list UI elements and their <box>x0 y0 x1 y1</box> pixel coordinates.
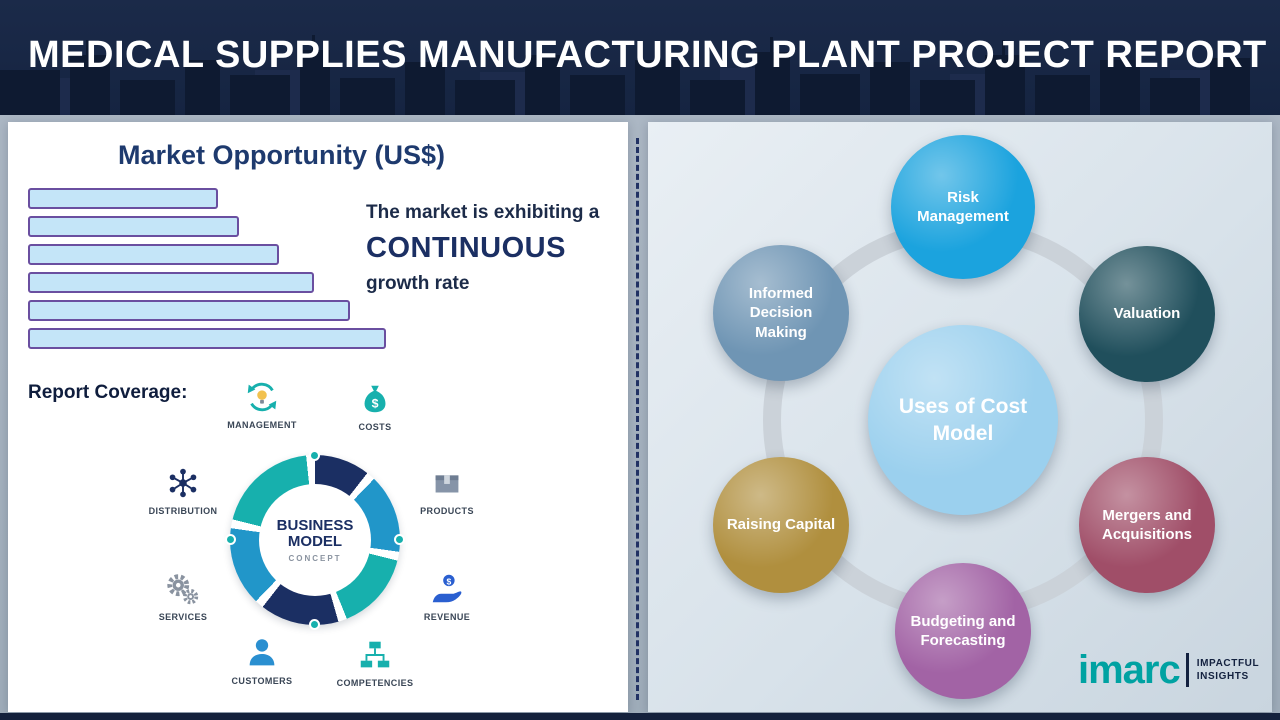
bm-item-distribution: DISTRIBUTION <box>138 464 228 516</box>
bm-label: REVENUE <box>423 612 471 622</box>
bm-center-line3: CONCEPT <box>288 553 342 563</box>
bm-item-products: PRODUCTS <box>402 464 492 516</box>
bm-item-revenue: $ REVENUE <box>402 570 492 622</box>
ring-dot <box>394 534 405 545</box>
bm-label: PRODUCTS <box>420 506 474 516</box>
market-bar <box>28 216 239 237</box>
bm-item-management: MANAGEMENT <box>217 378 307 430</box>
bm-label: COMPETENCIES <box>336 678 414 688</box>
growth-text-line3: growth rate <box>366 273 470 294</box>
org-chart-icon <box>356 636 394 674</box>
gears-icon <box>164 570 202 608</box>
logo-tagline-line1: IMPACTFUL <box>1196 658 1260 669</box>
bm-center-line1: BUSINESS <box>276 516 354 534</box>
bm-label: MANAGEMENT <box>227 420 297 430</box>
circle-valuation: Valuation <box>1079 246 1215 382</box>
hand-coin-icon: $ <box>428 570 466 608</box>
uses-of-cost-model-panel: Uses of Cost Model Risk Management Valua… <box>648 122 1272 712</box>
market-bar <box>28 328 386 349</box>
dashed-divider <box>636 138 639 700</box>
ring-dot <box>225 534 236 545</box>
circle-budgeting-forecasting: Budgeting and Forecasting <box>895 563 1031 699</box>
money-bag-icon: $ <box>356 380 394 418</box>
box-icon <box>428 464 466 502</box>
bm-label: DISTRIBUTION <box>148 506 218 516</box>
business-model-center: BUSINESS MODEL CONCEPT <box>259 484 371 596</box>
circle-raising-capital: Raising Capital <box>713 457 849 593</box>
svg-text:$: $ <box>372 397 379 411</box>
imarc-logo-text: imarc <box>1078 648 1181 692</box>
svg-text:$: $ <box>447 576 452 586</box>
growth-text-continuous: CONTINUOUS <box>366 232 566 264</box>
logo-tagline: IMPACTFUL INSIGHTS <box>1197 657 1259 683</box>
network-icon <box>164 464 202 502</box>
person-icon <box>243 634 281 672</box>
imarc-logo: imarc IMPACTFUL INSIGHTS <box>1078 650 1259 690</box>
market-opportunity-heading: Market Opportunity (US$) <box>118 140 446 170</box>
bm-item-customers: CUSTOMERS <box>217 634 307 686</box>
market-bar <box>28 272 314 293</box>
business-model-ring: BUSINESS MODEL CONCEPT <box>225 450 405 630</box>
logo-separator <box>1185 653 1189 687</box>
market-bars <box>28 188 386 356</box>
market-opportunity-panel: Market Opportunity (US$) The market is e… <box>8 122 628 712</box>
growth-text-line1: The market is exhibiting a <box>366 202 600 223</box>
market-bar <box>28 244 279 265</box>
growth-text-block: The market is exhibiting a CONTINUOUS gr… <box>366 202 631 295</box>
circle-risk-management: Risk Management <box>891 135 1035 279</box>
cost-model-center-circle: Uses of Cost Model <box>868 325 1058 515</box>
market-bar <box>28 300 350 321</box>
city-skyline-graphic <box>0 35 1250 115</box>
title-banner: MEDICAL SUPPLIES MANUFACTURING PLANT PRO… <box>0 0 1280 115</box>
bm-label: SERVICES <box>158 612 208 622</box>
bm-label: CUSTOMERS <box>231 676 293 686</box>
bm-item-services: SERVICES <box>138 570 228 622</box>
bm-label: COSTS <box>358 422 392 432</box>
bm-item-costs: $ COSTS <box>330 380 420 432</box>
report-coverage-label: Report Coverage: <box>28 382 188 403</box>
market-bar <box>28 188 218 209</box>
bm-item-competencies: COMPETENCIES <box>330 636 420 688</box>
page-title: MEDICAL SUPPLIES MANUFACTURING PLANT PRO… <box>28 34 1267 76</box>
logo-tagline-line2: INSIGHTS <box>1196 671 1249 682</box>
circle-mergers-acquisitions: Mergers and Acquisitions <box>1079 457 1215 593</box>
ring-dot <box>309 450 320 461</box>
bm-center-line2: MODEL <box>287 533 343 550</box>
ring-dot <box>309 619 320 630</box>
management-cycle-icon <box>243 378 281 416</box>
circle-informed-decision-making: Informed Decision Making <box>713 245 849 381</box>
